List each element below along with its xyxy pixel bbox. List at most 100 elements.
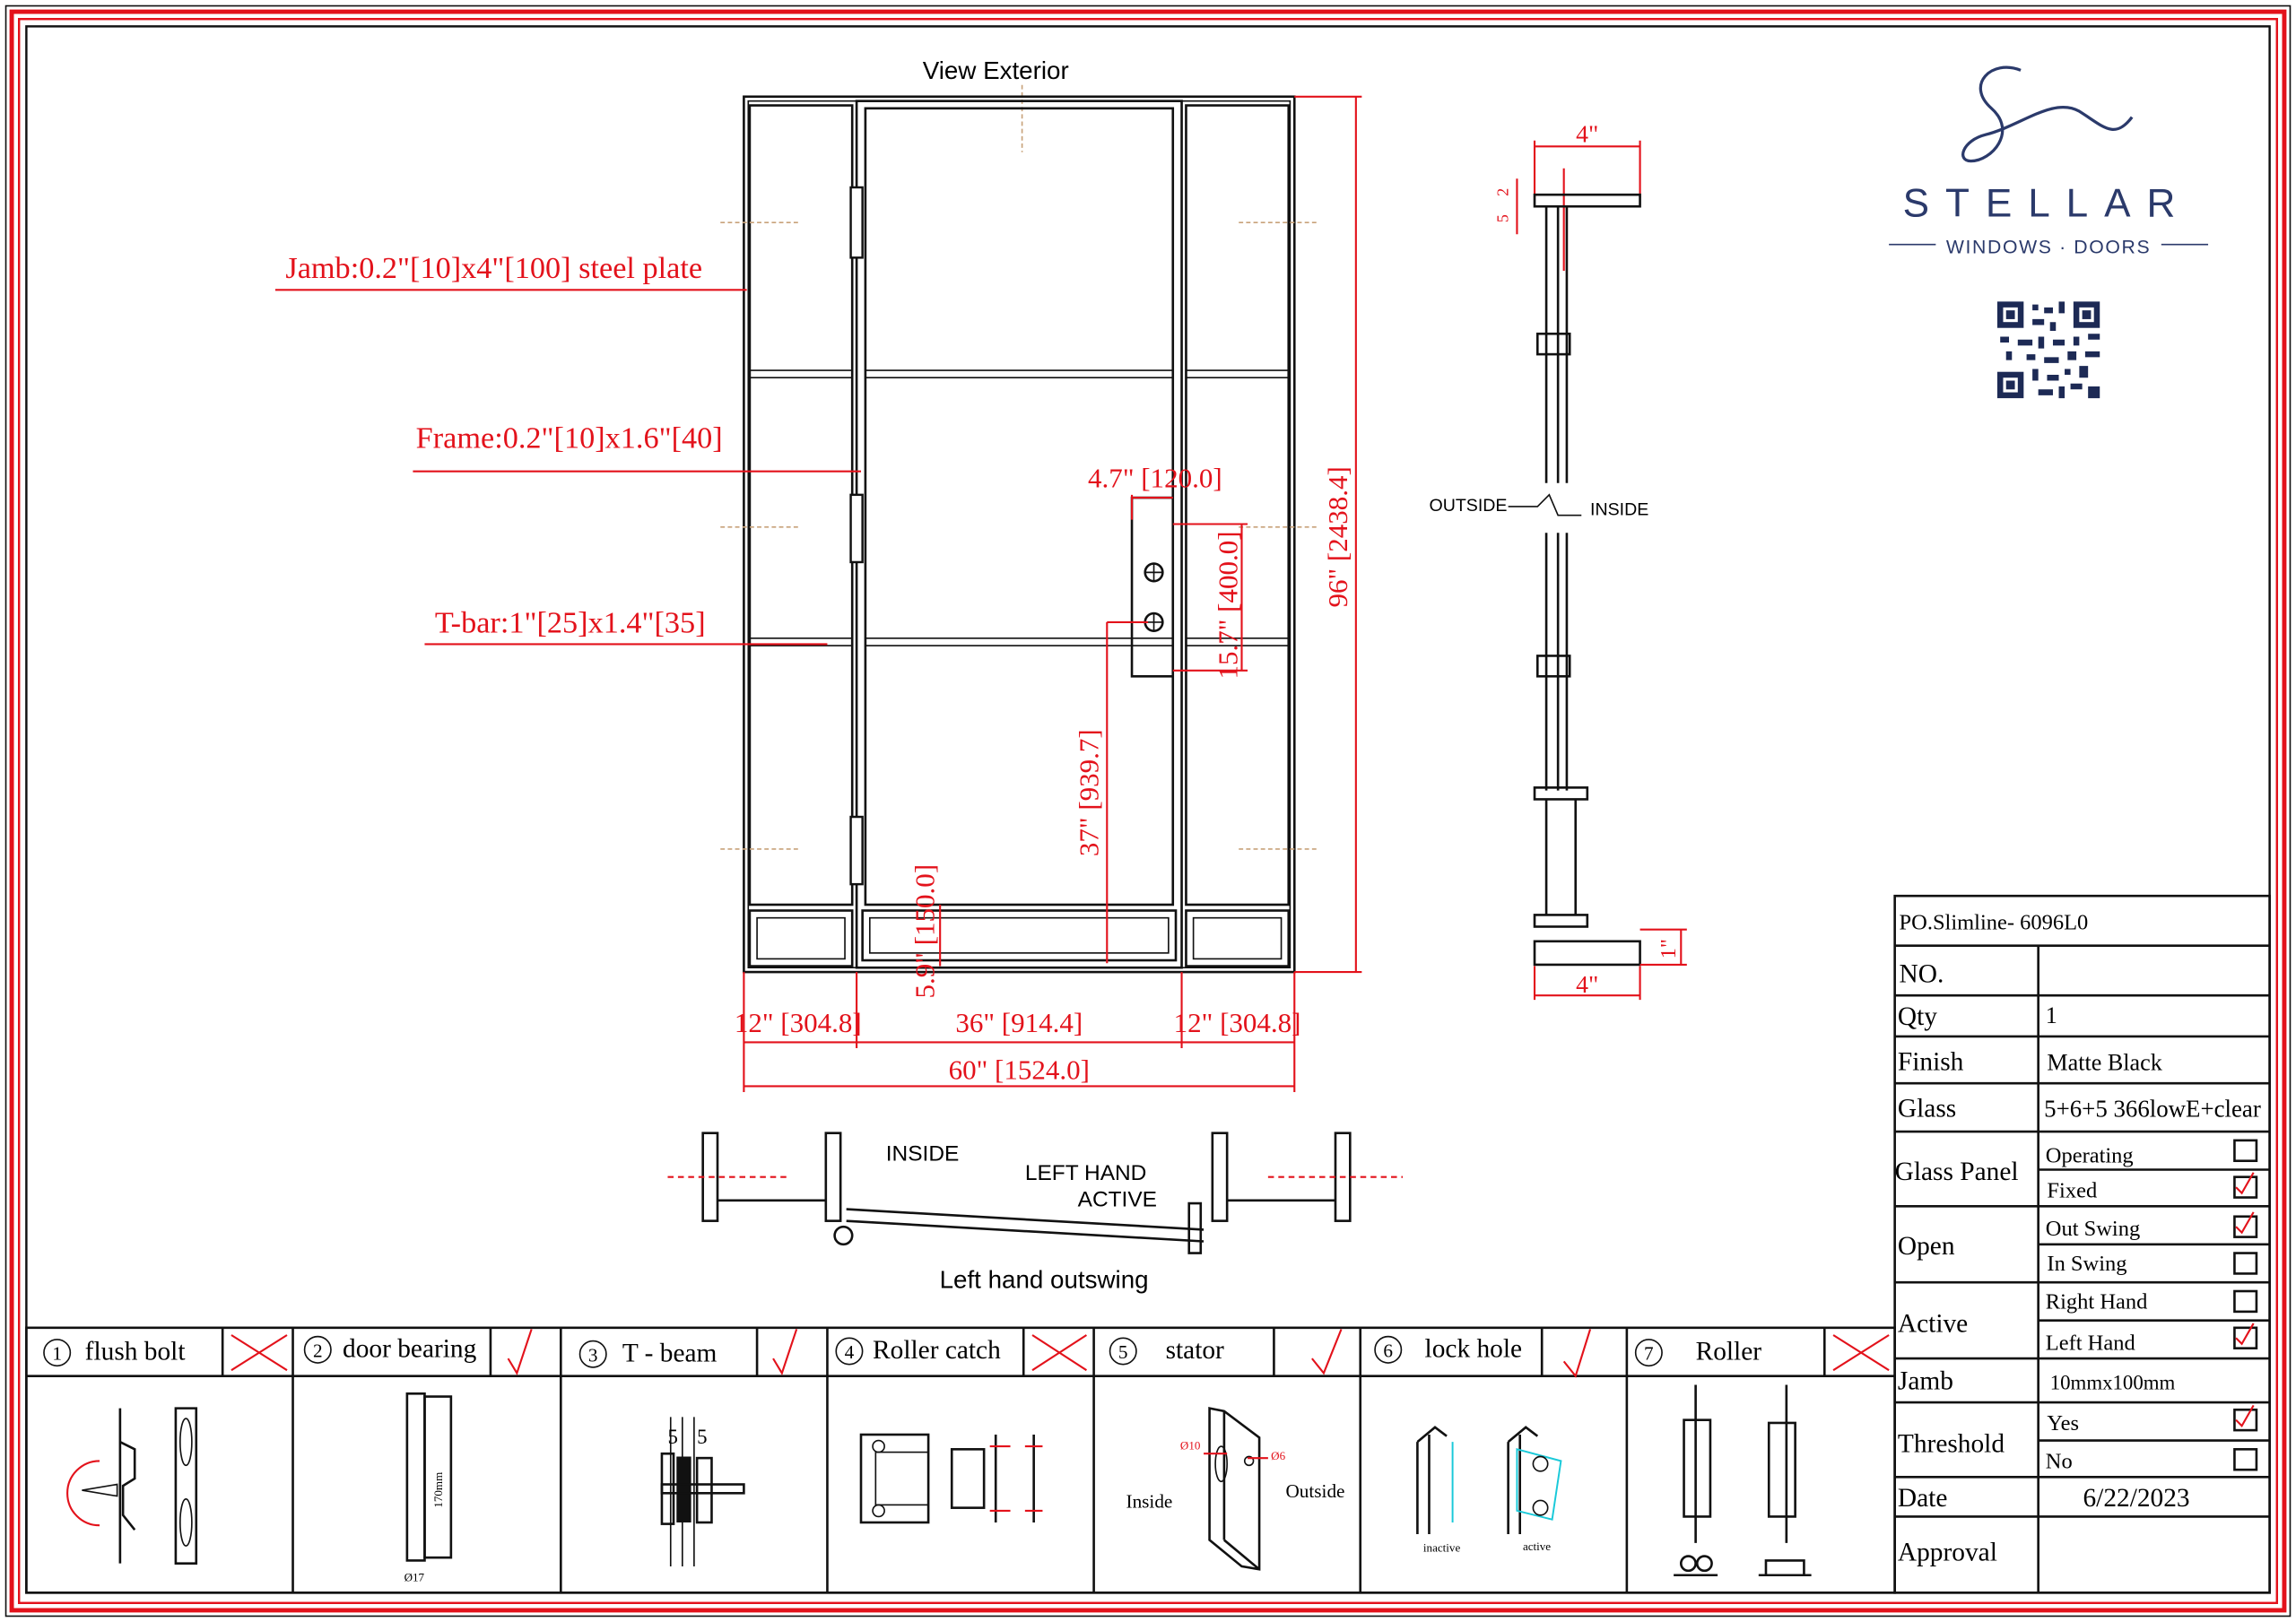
dim-right-sidelight: 12" [304.8]	[1174, 1007, 1301, 1038]
dim-handle-from-bottom: 37" [939.7]	[1073, 729, 1104, 856]
dim-overall-width: 60" [1524.0]	[949, 1054, 1090, 1085]
jamb-label: Jamb	[1898, 1366, 1953, 1395]
checkbox-out-swing[interactable]	[2233, 1215, 2258, 1238]
hardware-item-t-beam: 3 T - beam 5 5	[578, 1329, 798, 1566]
t-beam-dim-b: 5	[697, 1426, 707, 1448]
option-fixed: Fixed	[2047, 1179, 2097, 1203]
section-threshold-height: 1"	[1657, 939, 1681, 958]
dim-overall-height: 96" [2438.4]	[1322, 466, 1353, 607]
stator-inside-label: Inside	[1126, 1491, 1173, 1513]
option-no: No	[2046, 1450, 2073, 1474]
section-top-dim-a: 2	[1494, 188, 1512, 196]
item-name: stator	[1166, 1336, 1224, 1365]
cross-icon	[230, 1334, 288, 1372]
option-in-swing: In Swing	[2047, 1252, 2126, 1276]
item-number: 4	[845, 1341, 855, 1363]
item-number: 1	[52, 1343, 62, 1365]
bearing-length: 170mm	[431, 1472, 445, 1508]
check-icon	[2235, 1323, 2255, 1346]
plan-caption: Left hand outswing	[940, 1266, 1149, 1294]
section-outside-label: OUTSIDE	[1429, 496, 1507, 516]
item-number: 6	[1383, 1340, 1393, 1361]
handle-plate	[1130, 496, 1173, 678]
door-elevation: View Exterior Jamb:0.2"[10]	[274, 56, 1362, 1092]
lock-inactive-label: inactive	[1423, 1541, 1461, 1555]
option-operating: Operating	[2046, 1143, 2134, 1167]
cross-icon	[1832, 1334, 1890, 1372]
po-title: PO.Slimline- 6096L0	[1900, 911, 2089, 935]
lock-active-label: active	[1523, 1540, 1551, 1553]
check-icon	[772, 1329, 798, 1375]
hardware-strip: 1 flush bolt 2 door bearing 170mm Ø17 3 …	[25, 1326, 1896, 1594]
option-right-hand: Right Hand	[2046, 1290, 2148, 1314]
section-top-dim-b: 5	[1494, 214, 1512, 222]
item-name: door bearing	[343, 1334, 477, 1363]
hardware-item-door-bearing: 2 door bearing 170mm Ø17	[303, 1329, 533, 1583]
hardware-item-flush-bolt: 1 flush bolt	[43, 1334, 288, 1565]
check-icon	[1562, 1329, 1592, 1378]
dim-left-sidelight: 12" [304.8]	[735, 1007, 862, 1038]
view-title: View Exterior	[923, 56, 1069, 84]
plan-view: INSIDE LEFT HAND ACTIVE Left hand outswi…	[667, 1132, 1404, 1294]
check-icon	[2235, 1404, 2255, 1427]
jamb-callout: Jamb:0.2"[10]x4"[100] steel plate	[285, 251, 702, 285]
hardware-item-roller: 7 Roller	[1634, 1334, 1890, 1577]
dim-handle-height: 15.7" [400.0]	[1213, 531, 1244, 679]
row-value-qty: 1	[2046, 1002, 2057, 1028]
row-label-glass: Glass	[1898, 1095, 1956, 1123]
frame-callout: Frame:0.2"[10]x1.6"[40]	[416, 421, 723, 455]
row-label-qty: Qty	[1898, 1002, 1937, 1031]
plan-hand-label-2: ACTIVE	[1078, 1187, 1157, 1211]
qr-code-icon[interactable]	[1996, 299, 2101, 400]
dimensions: 4.7" [120.0] 15.7" [400.0] 96" [2438.4] …	[735, 95, 1362, 1092]
row-label-finish: Finish	[1898, 1047, 1964, 1076]
hinge-icons	[849, 186, 864, 886]
plan-hand-label-1: LEFT HAND	[1025, 1161, 1147, 1185]
option-out-swing: Out Swing	[2046, 1217, 2140, 1241]
item-number: 2	[313, 1340, 323, 1361]
check-icon	[2235, 1211, 2255, 1235]
callouts: Jamb:0.2"[10]x4"[100] steel plate Frame:…	[274, 251, 861, 646]
check-icon	[2235, 1172, 2255, 1195]
checkbox-yes[interactable]	[2233, 1408, 2258, 1432]
dim-handle-width: 4.7" [120.0]	[1088, 463, 1222, 494]
bearing-diameter: Ø17	[404, 1570, 425, 1583]
hardware-item-lock-hole: 6 lock hole inactive active	[1374, 1329, 1592, 1555]
item-name: Roller catch	[873, 1336, 1001, 1365]
stator-hole-b: Ø6	[1271, 1449, 1285, 1462]
jamb-value: 10mmx100mm	[2050, 1371, 2176, 1393]
section-view: 4" 2 5 OUTSIDE INSIDE 4" 1"	[1429, 120, 1687, 1001]
logo-name: STELLAR	[1903, 182, 2192, 226]
date-value: 6/22/2023	[2083, 1484, 2189, 1513]
threshold-label: Threshold	[1898, 1430, 2005, 1459]
approval-label: Approval	[1898, 1538, 1997, 1566]
glass-panel-label: Glass Panel	[1895, 1158, 2019, 1186]
row-label-no: NO.	[1900, 960, 1944, 989]
dim-door-width: 36" [914.4]	[955, 1007, 1083, 1038]
checkbox-fixed[interactable]	[2233, 1175, 2258, 1199]
active-label: Active	[1898, 1310, 1968, 1339]
check-icon	[1311, 1329, 1343, 1375]
item-name: lock hole	[1425, 1334, 1523, 1363]
spec-table: PO.Slimline- 6096L0 NO. Qty 1 Finish Mat…	[1893, 894, 2271, 1594]
checkbox-right-hand[interactable]	[2233, 1289, 2258, 1314]
tbar-callout: T-bar:1"[25]x1.4"[35]	[435, 605, 706, 639]
t-beam-dim-a: 5	[667, 1426, 677, 1448]
checkbox-operating[interactable]	[2233, 1139, 2258, 1163]
item-name: T - beam	[622, 1339, 718, 1367]
checkbox-no[interactable]	[2233, 1448, 2258, 1471]
stator-outside-label: Outside	[1285, 1480, 1344, 1502]
item-number: 3	[588, 1344, 598, 1366]
item-name: flush bolt	[85, 1338, 186, 1366]
option-left-hand: Left Hand	[2046, 1331, 2135, 1355]
section-inside-label: INSIDE	[1590, 500, 1648, 520]
hardware-item-roller-catch: 4 Roller catch	[835, 1334, 1088, 1524]
item-number: 7	[1644, 1343, 1654, 1365]
plan-inside-label: INSIDE	[886, 1142, 960, 1167]
date-label: Date	[1898, 1484, 1947, 1513]
checkbox-left-hand[interactable]	[2233, 1326, 2258, 1349]
option-yes: Yes	[2047, 1411, 2079, 1436]
checkbox-in-swing[interactable]	[2233, 1252, 2258, 1275]
check-marks	[2235, 1172, 2255, 1427]
check-icon	[507, 1329, 533, 1375]
